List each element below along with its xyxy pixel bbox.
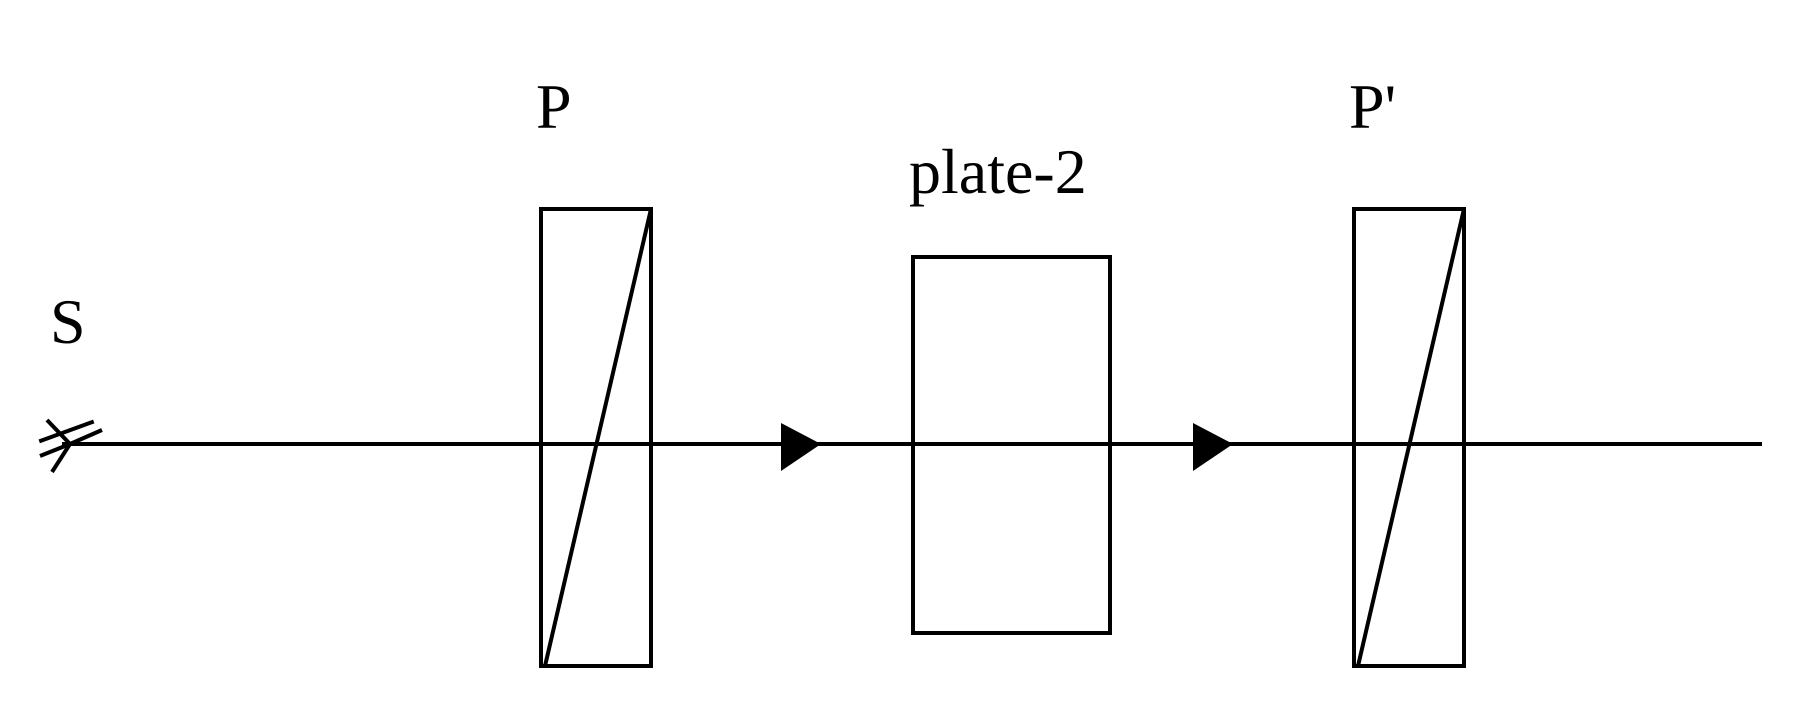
analyzer-label: P' xyxy=(1349,71,1396,142)
ray-arrow-2 xyxy=(1193,423,1233,471)
analyzer-p-prime xyxy=(1352,207,1466,668)
ray-arrow-1 xyxy=(781,423,821,471)
polarizer-p xyxy=(539,207,653,668)
plate-label: plate-2 xyxy=(909,136,1087,207)
light-source-icon xyxy=(38,418,103,474)
polarizer-label: P xyxy=(536,71,572,142)
plate xyxy=(911,255,1112,635)
source-label: S xyxy=(50,286,86,357)
